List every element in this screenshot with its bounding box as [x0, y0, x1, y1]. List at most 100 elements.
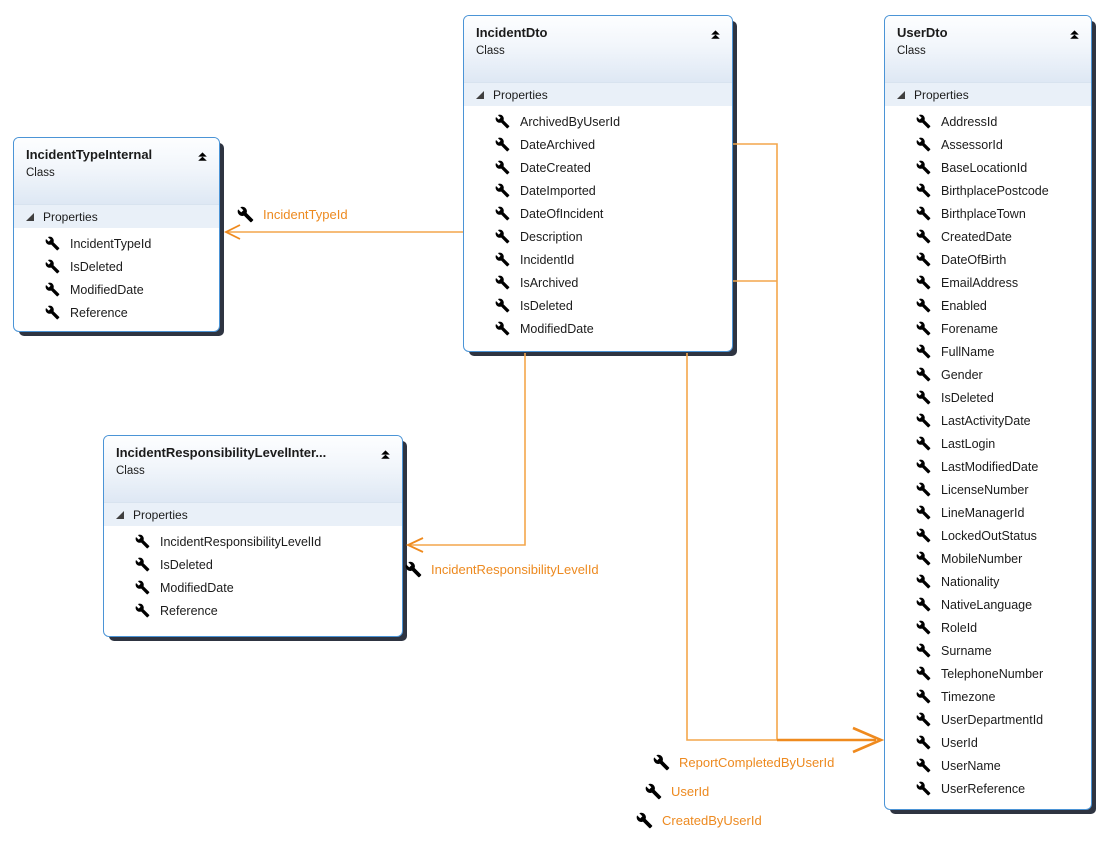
property-label: DateOfIncident: [520, 206, 604, 221]
properties-section-label: Properties: [914, 87, 969, 102]
association-line-user-a[interactable]: [733, 143, 778, 740]
class-box-incident-dto[interactable]: IncidentDto Class Properties ArchivedByU…: [463, 15, 733, 352]
property-label: MobileNumber: [941, 551, 1023, 566]
property-row[interactable]: ArchivedByUserId: [464, 110, 732, 133]
wrench-icon: [916, 712, 931, 727]
properties-section-header[interactable]: Properties: [14, 204, 219, 228]
property-row[interactable]: Surname: [885, 639, 1091, 662]
property-row[interactable]: Reference: [14, 301, 219, 324]
property-row[interactable]: DateArchived: [464, 133, 732, 156]
property-row[interactable]: AssessorId: [885, 133, 1091, 156]
property-row[interactable]: IncidentId: [464, 248, 732, 271]
association-label-created-by-user-id[interactable]: CreatedByUserId: [636, 812, 762, 829]
property-row[interactable]: ModifiedDate: [14, 278, 219, 301]
collapse-chevron-icon[interactable]: [378, 447, 393, 462]
property-row[interactable]: IsDeleted: [104, 553, 402, 576]
association-label-user-id[interactable]: UserId: [645, 783, 709, 800]
property-row[interactable]: IsDeleted: [885, 386, 1091, 409]
association-label-text: IncidentResponsibilityLevelId: [431, 562, 599, 577]
association-label-report-completed-by-user-id[interactable]: ReportCompletedByUserId: [653, 754, 834, 771]
property-row[interactable]: IncidentTypeId: [14, 232, 219, 255]
property-row[interactable]: UserDepartmentId: [885, 708, 1091, 731]
property-row[interactable]: IsArchived: [464, 271, 732, 294]
property-label: IncidentTypeId: [70, 236, 152, 251]
property-row[interactable]: LockedOutStatus: [885, 524, 1091, 547]
property-label: BirthplaceTown: [941, 206, 1026, 221]
class-box-user-dto[interactable]: UserDto Class Properties AddressId Asses…: [884, 15, 1092, 810]
property-row[interactable]: BaseLocationId: [885, 156, 1091, 179]
wrench-icon: [916, 137, 931, 152]
properties-section-header[interactable]: Properties: [104, 502, 402, 526]
association-line-user-c[interactable]: [686, 353, 778, 741]
wrench-icon: [916, 643, 931, 658]
association-arrowhead-incident-type: [223, 224, 241, 240]
wrench-icon: [495, 137, 510, 152]
property-row[interactable]: DateOfIncident: [464, 202, 732, 225]
property-row[interactable]: EmailAddress: [885, 271, 1091, 294]
properties-section-header[interactable]: Properties: [885, 82, 1091, 106]
property-row[interactable]: LicenseNumber: [885, 478, 1091, 501]
wrench-icon: [495, 206, 510, 221]
wrench-icon: [405, 561, 422, 578]
property-row[interactable]: FullName: [885, 340, 1091, 363]
property-row[interactable]: IsDeleted: [464, 294, 732, 317]
property-row[interactable]: NativeLanguage: [885, 593, 1091, 616]
property-row[interactable]: TelephoneNumber: [885, 662, 1091, 685]
property-row[interactable]: AddressId: [885, 110, 1091, 133]
association-label-incident-responsibility-level-id[interactable]: IncidentResponsibilityLevelId: [405, 561, 599, 578]
class-box-incident-type-internal[interactable]: IncidentTypeInternal Class Properties In…: [13, 137, 220, 332]
property-row[interactable]: CreatedDate: [885, 225, 1091, 248]
property-row[interactable]: UserName: [885, 754, 1091, 777]
section-expander-icon[interactable]: [476, 90, 484, 99]
property-row[interactable]: ModifiedDate: [464, 317, 732, 340]
properties-section-header[interactable]: Properties: [464, 82, 732, 106]
wrench-icon: [45, 259, 60, 274]
property-row[interactable]: UserId: [885, 731, 1091, 754]
collapse-chevron-icon[interactable]: [1067, 27, 1082, 42]
property-row[interactable]: Forename: [885, 317, 1091, 340]
property-row[interactable]: BirthplacePostcode: [885, 179, 1091, 202]
property-label: LineManagerId: [941, 505, 1025, 520]
section-expander-icon[interactable]: [116, 510, 124, 519]
wrench-icon: [916, 735, 931, 750]
wrench-icon: [916, 436, 931, 451]
association-label-incident-type-id[interactable]: IncidentTypeId: [237, 206, 348, 223]
property-row[interactable]: DateImported: [464, 179, 732, 202]
wrench-icon: [916, 321, 931, 336]
property-row[interactable]: UserReference: [885, 777, 1091, 800]
property-label: DateArchived: [520, 137, 596, 152]
property-row[interactable]: Nationality: [885, 570, 1091, 593]
collapse-chevron-icon[interactable]: [708, 27, 723, 42]
section-expander-icon[interactable]: [26, 212, 34, 221]
property-list: IncidentTypeId IsDeleted ModifiedDate Re…: [14, 228, 219, 324]
collapse-chevron-icon[interactable]: [195, 149, 210, 164]
property-label: IsDeleted: [520, 298, 573, 313]
property-row[interactable]: BirthplaceTown: [885, 202, 1091, 225]
section-expander-icon[interactable]: [897, 90, 905, 99]
property-row[interactable]: LineManagerId: [885, 501, 1091, 524]
association-line-responsibility-level[interactable]: [409, 353, 526, 546]
property-row[interactable]: RoleId: [885, 616, 1091, 639]
property-row[interactable]: Gender: [885, 363, 1091, 386]
class-title: IncidentTypeInternal: [26, 147, 153, 162]
property-row[interactable]: LastModifiedDate: [885, 455, 1091, 478]
property-row[interactable]: MobileNumber: [885, 547, 1091, 570]
property-label: BirthplacePostcode: [941, 183, 1049, 198]
property-row[interactable]: Timezone: [885, 685, 1091, 708]
property-row[interactable]: Description: [464, 225, 732, 248]
property-row[interactable]: IsDeleted: [14, 255, 219, 278]
wrench-icon: [45, 236, 60, 251]
property-row[interactable]: Reference: [104, 599, 402, 622]
property-row[interactable]: ModifiedDate: [104, 576, 402, 599]
property-row[interactable]: LastLogin: [885, 432, 1091, 455]
property-row[interactable]: Enabled: [885, 294, 1091, 317]
wrench-icon: [916, 620, 931, 635]
wrench-icon: [495, 298, 510, 313]
property-row[interactable]: DateCreated: [464, 156, 732, 179]
property-label: IsDeleted: [941, 390, 994, 405]
property-row[interactable]: LastActivityDate: [885, 409, 1091, 432]
wrench-icon: [916, 781, 931, 796]
class-box-incident-responsibility-level[interactable]: IncidentResponsibilityLevelInter... Clas…: [103, 435, 403, 637]
property-row[interactable]: IncidentResponsibilityLevelId: [104, 530, 402, 553]
property-row[interactable]: DateOfBirth: [885, 248, 1091, 271]
